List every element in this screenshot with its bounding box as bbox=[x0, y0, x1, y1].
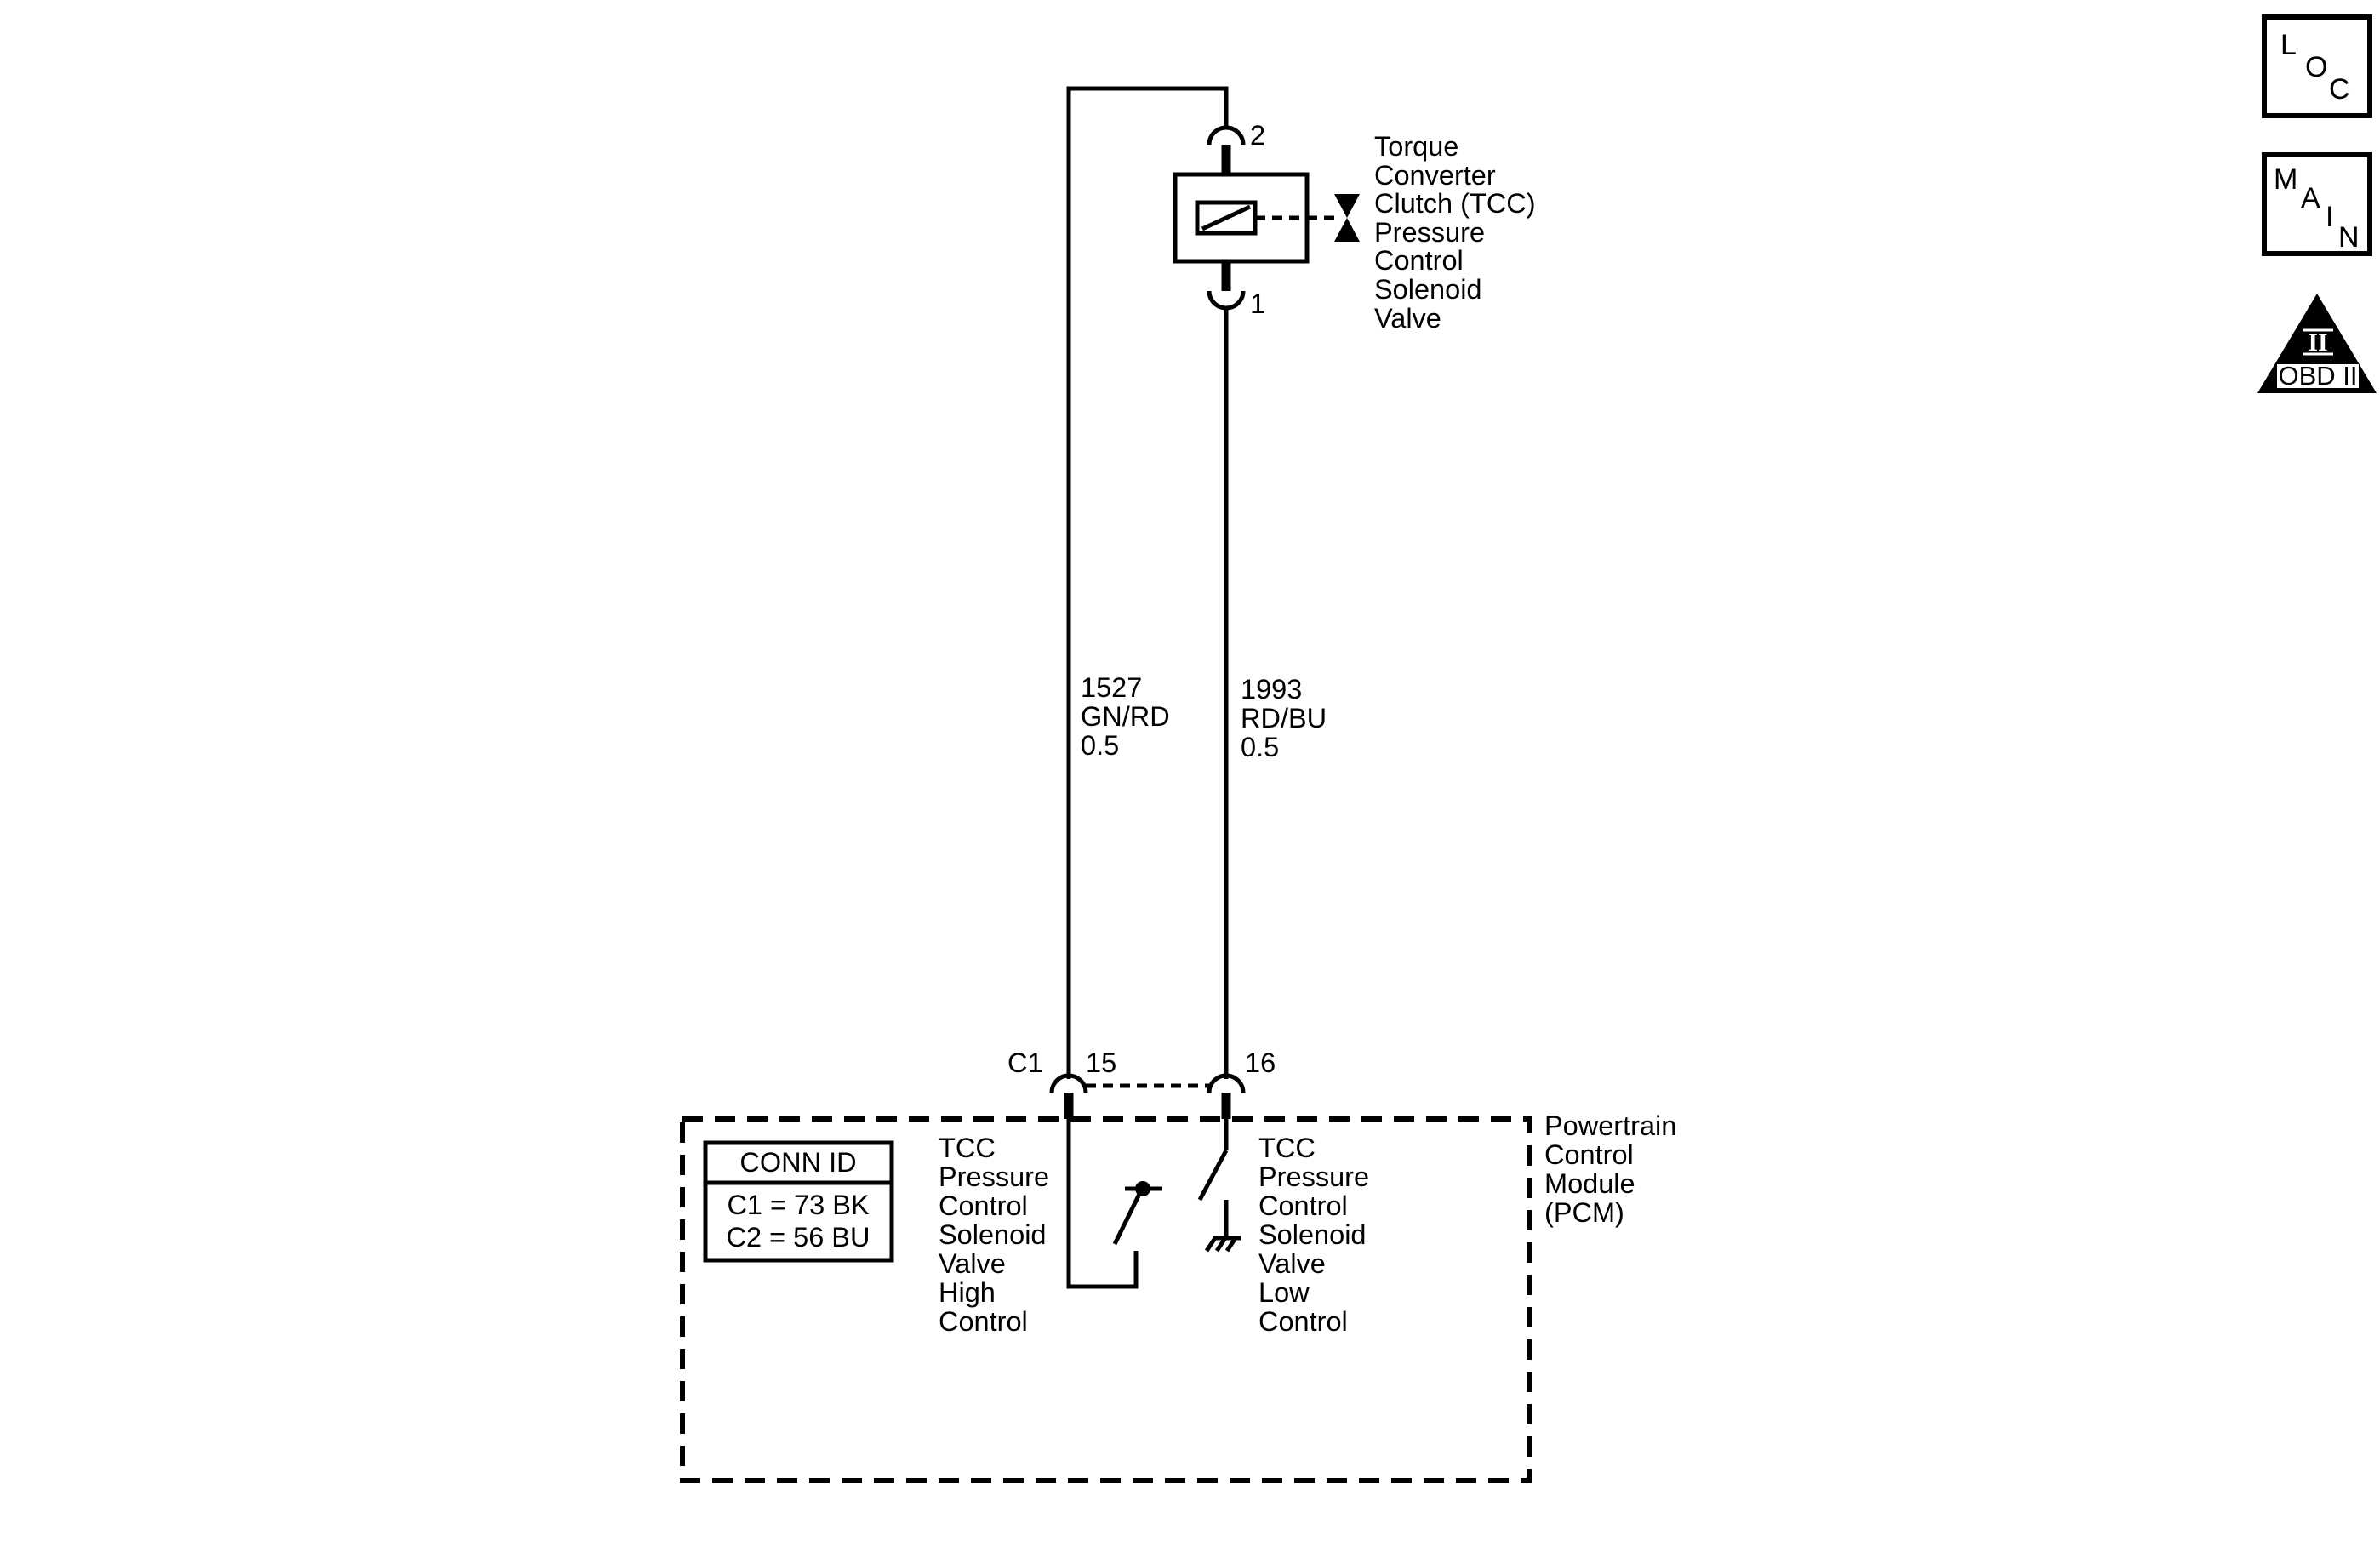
conn-id-row: C2 = 56 BU bbox=[727, 1222, 870, 1253]
main-button[interactable]: M A I N bbox=[2262, 152, 2372, 256]
svg-text:(PCM): (PCM) bbox=[1544, 1197, 1624, 1228]
pin-label: 15 bbox=[1086, 1047, 1116, 1078]
svg-text:A: A bbox=[2301, 182, 2320, 214]
low-control-switch bbox=[1197, 1119, 1241, 1253]
svg-text:Powertrain: Powertrain bbox=[1544, 1110, 1676, 1141]
conn-id-box: CONN ID C1 = 73 BK C2 = 56 BU bbox=[703, 1140, 894, 1263]
svg-text:C: C bbox=[2329, 73, 2350, 106]
svg-text:M: M bbox=[2274, 163, 2297, 196]
pin-label: 1 bbox=[1250, 288, 1265, 319]
svg-text:1993: 1993 bbox=[1241, 674, 1302, 705]
svg-text:1527: 1527 bbox=[1081, 672, 1142, 703]
svg-text:Converter: Converter bbox=[1374, 160, 1496, 191]
svg-text:L: L bbox=[2280, 29, 2297, 61]
svg-text:Torque: Torque bbox=[1374, 131, 1458, 162]
connector-label: C1 bbox=[1007, 1047, 1043, 1078]
wire-label-1993: 1993 RD/BU 0.5 bbox=[1241, 674, 1327, 762]
svg-text:Solenoid: Solenoid bbox=[939, 1219, 1047, 1250]
svg-text:Clutch (TCC): Clutch (TCC) bbox=[1374, 188, 1536, 219]
svg-text:GN/RD: GN/RD bbox=[1081, 701, 1170, 732]
conn-id-title: CONN ID bbox=[739, 1147, 856, 1178]
tcc-solenoid-symbol bbox=[1173, 172, 1360, 264]
svg-text:Pressure: Pressure bbox=[939, 1162, 1049, 1192]
svg-text:Control: Control bbox=[939, 1306, 1028, 1337]
pin-label: 2 bbox=[1250, 120, 1265, 151]
svg-text:I: I bbox=[2326, 201, 2333, 233]
svg-text:Valve: Valve bbox=[939, 1248, 1006, 1279]
loc-button[interactable]: L O C bbox=[2262, 14, 2372, 118]
svg-text:II: II bbox=[2308, 328, 2327, 357]
solenoid-connector-pin-1 bbox=[1207, 261, 1246, 311]
high-control-label: TCC Pressure Control Solenoid Valve High… bbox=[939, 1133, 1049, 1337]
svg-text:Pressure: Pressure bbox=[1374, 217, 1485, 248]
conn-id-row: C1 = 73 BK bbox=[727, 1190, 869, 1220]
ground-icon bbox=[1204, 1236, 1241, 1253]
valve-icon bbox=[1334, 194, 1360, 218]
svg-text:High: High bbox=[939, 1277, 996, 1308]
svg-text:Solenoid: Solenoid bbox=[1258, 1219, 1367, 1250]
low-control-label: TCC Pressure Control Solenoid Valve Low … bbox=[1258, 1133, 1369, 1337]
svg-text:Control: Control bbox=[1258, 1190, 1348, 1221]
svg-text:Pressure: Pressure bbox=[1258, 1162, 1369, 1192]
svg-text:0.5: 0.5 bbox=[1081, 730, 1119, 761]
high-control-switch bbox=[1066, 1119, 1162, 1289]
pcm-label: Powertrain Control Module (PCM) bbox=[1544, 1110, 1676, 1228]
svg-text:Control: Control bbox=[1258, 1306, 1348, 1337]
svg-text:O: O bbox=[2305, 51, 2327, 83]
svg-text:Valve: Valve bbox=[1374, 303, 1441, 334]
svg-text:TCC: TCC bbox=[939, 1133, 996, 1163]
svg-text:Solenoid: Solenoid bbox=[1374, 274, 1482, 305]
svg-text:Module: Module bbox=[1544, 1168, 1635, 1199]
wire-label-1527: 1527 GN/RD 0.5 bbox=[1081, 672, 1170, 761]
svg-text:Valve: Valve bbox=[1258, 1248, 1326, 1279]
svg-text:Control: Control bbox=[939, 1190, 1028, 1221]
solenoid-label: Torque Converter Clutch (TCC) Pressure C… bbox=[1374, 131, 1536, 334]
wire-1527 bbox=[1066, 86, 1229, 1079]
svg-text:OBD II: OBD II bbox=[2278, 361, 2357, 391]
svg-text:Control: Control bbox=[1374, 245, 1464, 276]
svg-text:RD/BU: RD/BU bbox=[1241, 703, 1327, 733]
solenoid-connector-pin-2 bbox=[1207, 125, 1246, 174]
pcm-connector-c1 bbox=[1049, 1073, 1246, 1119]
obd-ii-icon[interactable]: II OBD II bbox=[2257, 294, 2377, 393]
pcm-boundary bbox=[680, 1116, 1532, 1483]
svg-text:TCC: TCC bbox=[1258, 1133, 1316, 1163]
svg-text:0.5: 0.5 bbox=[1241, 732, 1279, 762]
svg-text:N: N bbox=[2338, 221, 2360, 254]
pin-label: 16 bbox=[1245, 1047, 1276, 1078]
svg-text:Low: Low bbox=[1258, 1277, 1310, 1308]
svg-text:Control: Control bbox=[1544, 1139, 1634, 1170]
